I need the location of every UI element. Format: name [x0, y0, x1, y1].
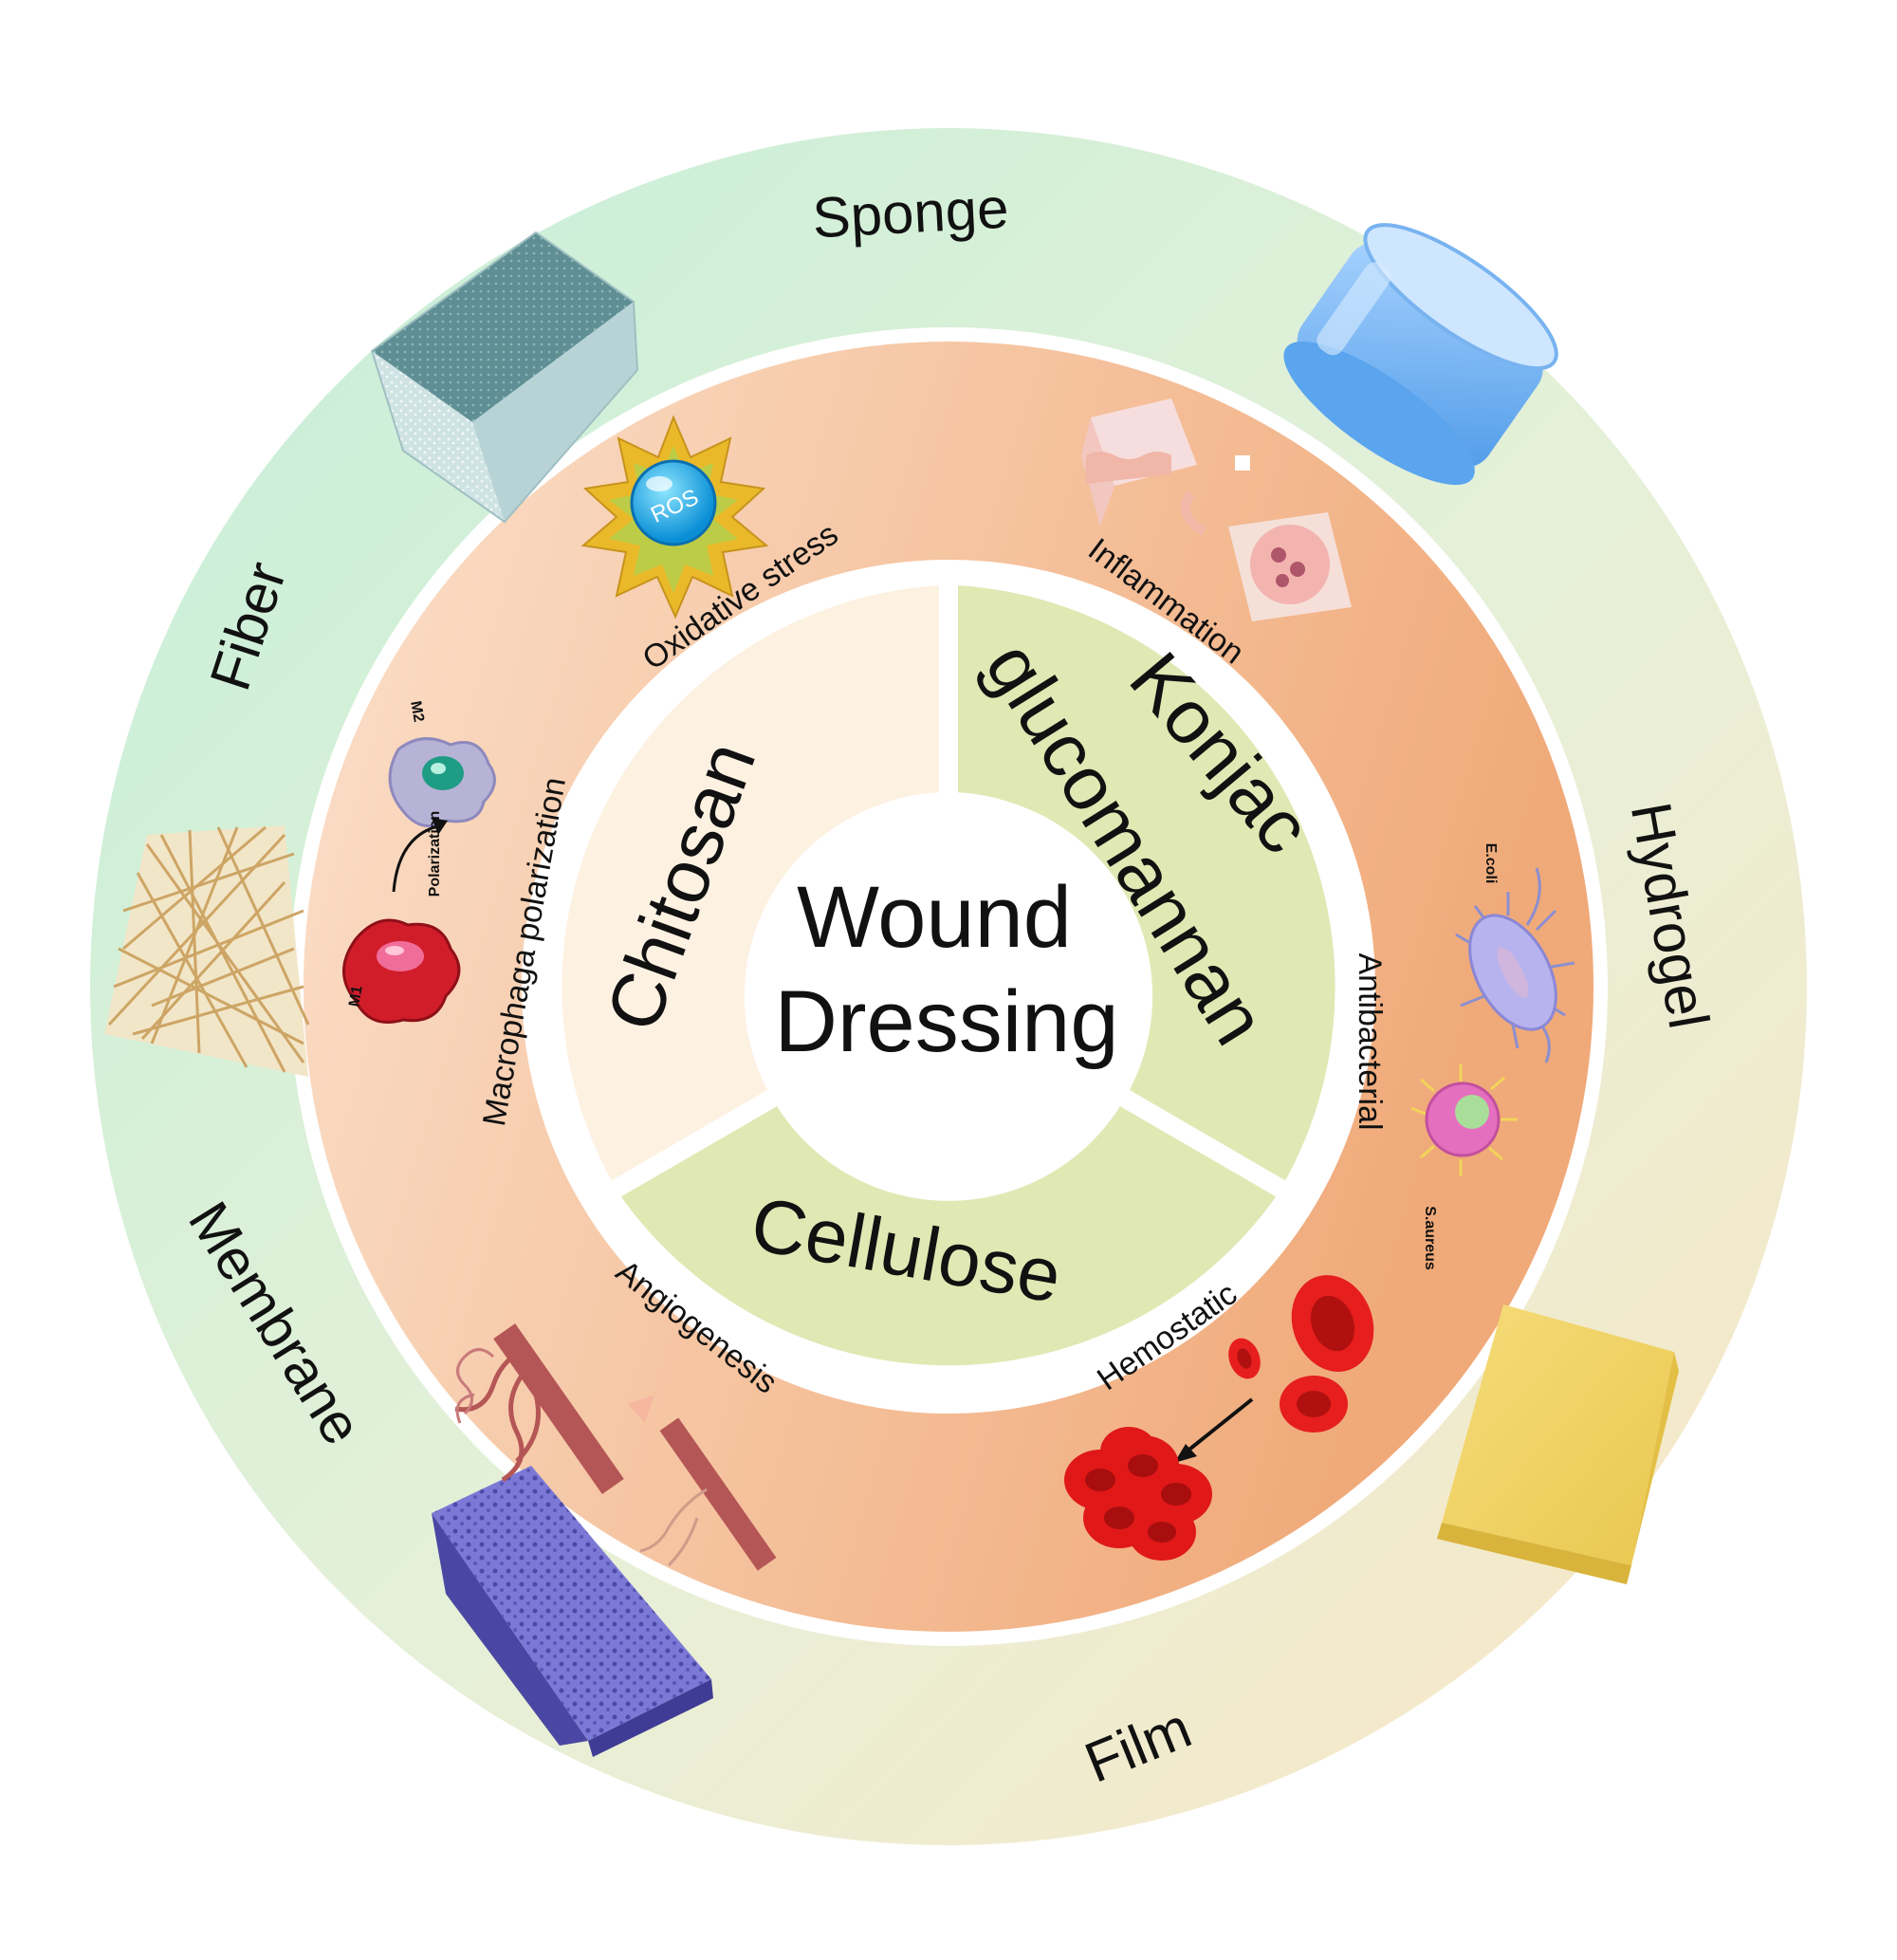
- inflammation-icon: [1081, 398, 1352, 621]
- film-image: [1437, 1304, 1679, 1584]
- cellulose-segment: [620, 1106, 1277, 1366]
- m2-label: M2: [407, 700, 427, 724]
- ecoli-label: E.coli: [1483, 843, 1499, 884]
- hemostatic-icon: [1064, 1275, 1374, 1561]
- saureus-label: S.aureus: [1422, 1206, 1438, 1270]
- material-segments: [562, 585, 1335, 1366]
- saureus-icon: [1410, 1064, 1518, 1176]
- ros-icon: ROS: [580, 415, 769, 619]
- ecoli-icon: [1455, 867, 1575, 1063]
- polarization-label: Polarization: [427, 811, 443, 897]
- chitosan-segment: [562, 585, 939, 1181]
- center-title-line1: Wound: [797, 869, 1072, 966]
- angiogenesis-icon: [454, 1323, 777, 1571]
- center-title-line2: Dressing: [774, 973, 1118, 1070]
- antibacterial-label: Antibacterial: [1352, 952, 1388, 1130]
- konjac-segment: [958, 585, 1335, 1181]
- m1-label: M1: [346, 985, 366, 1008]
- sponge-image: [370, 231, 639, 524]
- center-circle: [754, 792, 1143, 1181]
- sponge-label: Sponge: [811, 176, 1010, 250]
- fiber-image: [104, 825, 310, 1077]
- macrophage-icon: [342, 737, 496, 1024]
- hydrogel-image: [1283, 223, 1558, 486]
- membrane-image: [432, 1466, 713, 1757]
